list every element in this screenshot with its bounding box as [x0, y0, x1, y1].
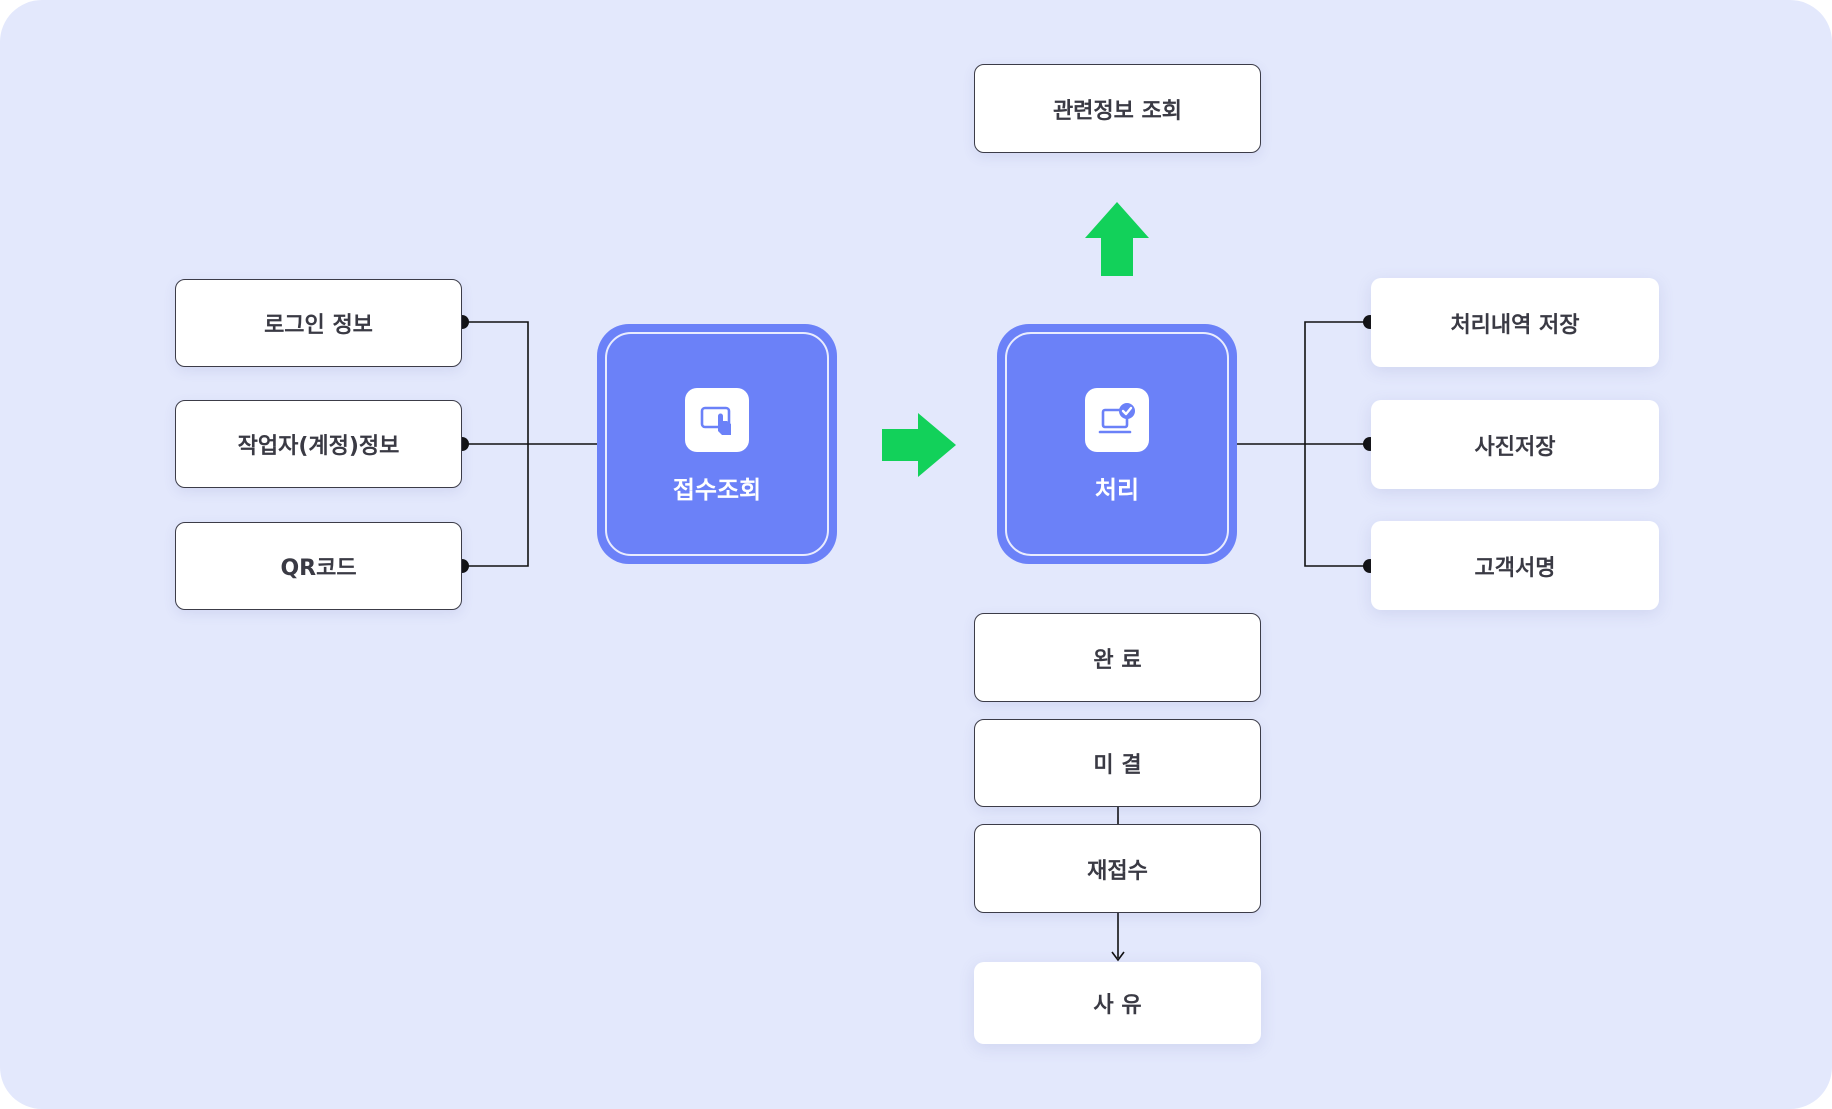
worker-info-box: 작업자(계정)정보: [175, 400, 462, 488]
status-reentry-label: 재접수: [1087, 858, 1148, 884]
history-save-label: 처리내역 저장: [1450, 312, 1580, 338]
qr-code-label: QR코드: [280, 556, 357, 581]
status-reentry-box: 재접수: [974, 824, 1261, 913]
touch-screen-icon: [685, 388, 749, 452]
related-info-box: 관련정보 조회: [974, 64, 1261, 153]
photo-save-label: 사진저장: [1474, 434, 1556, 460]
arrow-up-icon: [1085, 202, 1149, 276]
worker-info-label: 작업자(계정)정보: [237, 434, 400, 459]
related-info-label: 관련정보 조회: [1052, 98, 1183, 124]
laptop-check-icon: [1085, 388, 1149, 452]
status-complete-label: 완 료: [1093, 647, 1142, 673]
customer-signature-box: 고객서명: [1371, 521, 1659, 610]
status-pending-label: 미 결: [1093, 753, 1142, 778]
photo-save-box: 사진저장: [1371, 400, 1659, 489]
customer-signature-label: 고객서명: [1474, 555, 1556, 581]
reason-box: 사 유: [974, 962, 1261, 1044]
qr-code-box: QR코드: [175, 522, 462, 610]
status-pending-box: 미 결: [974, 719, 1261, 807]
process-hub: 처리: [997, 324, 1237, 564]
connector-reason-head: [1111, 951, 1125, 962]
login-info-box: 로그인 정보: [175, 279, 462, 367]
status-complete-box: 완 료: [974, 613, 1261, 702]
arrow-right-icon: [882, 413, 956, 477]
reason-label: 사 유: [1093, 993, 1142, 1018]
login-info-label: 로그인 정보: [264, 313, 373, 338]
reception-hub-label: 접수조회: [672, 476, 762, 504]
reception-hub: 접수조회: [597, 324, 837, 564]
history-save-box: 처리내역 저장: [1371, 278, 1659, 367]
process-hub-label: 처리: [1094, 476, 1140, 504]
